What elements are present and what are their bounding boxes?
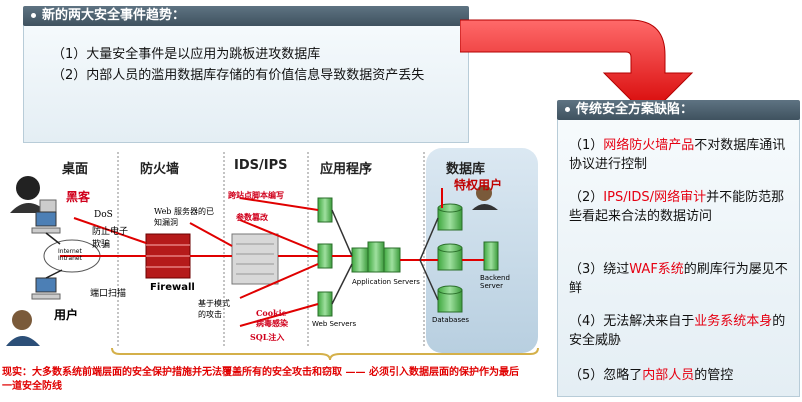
port-scan-label: 端口扫描: [90, 289, 127, 299]
param-tamper-label: 参数篡改: [236, 212, 268, 222]
defect-item-5: （5）忽略了内部人员的管控: [569, 368, 734, 383]
column-desktop: 桌面: [62, 162, 89, 177]
column-database: 数据库: [446, 162, 486, 177]
hacker-icon: [10, 176, 57, 213]
deny-electronic-label: 防止电子 欺骗: [92, 227, 129, 250]
defect-panel-title: 传统安全方案缺陷：: [576, 102, 694, 117]
defect-item-2: （2）IPS/IDS/网络审计并不能防范那些看起来合法的数据访问: [569, 190, 785, 224]
cookie-label: Cookie 病毒感染: [256, 308, 288, 328]
app-servers-label: Application Servers: [352, 278, 420, 286]
column-firewall: 防火墙: [140, 162, 180, 177]
trend-panel: [23, 10, 469, 143]
privileged-user-icon: [472, 185, 498, 210]
user-icon: [6, 310, 40, 346]
backend-label: Backend Server: [480, 274, 510, 290]
transition-arrow-icon: [460, 19, 694, 118]
reality-note: 现实：大多数系统前端层面的安全保护措施并无法覆盖所有的安全攻击和窃取 —— 必须…: [2, 367, 519, 392]
hacker-label: 黑客: [66, 190, 91, 204]
defect-panel: [557, 104, 800, 397]
ids-ips-icon: [231, 233, 279, 285]
trend-item-2: （2）内部人员的滥用数据库存储的有价值信息导致数据资产丢失: [52, 68, 425, 83]
diagram-graphics: [6, 148, 539, 361]
user-label: 用户: [54, 308, 79, 322]
internet-label: Internet Intranet: [58, 248, 82, 262]
databases-label: Databases: [432, 316, 470, 324]
bullet-icon: [565, 107, 570, 112]
web-servers-icon: [317, 197, 333, 317]
defect-item-1: （1）网络防火墙产品不对数据库通讯协议进行控制: [569, 138, 786, 172]
trend-item-1: （1）大量安全事件是以应用为跳板进攻数据库: [52, 47, 321, 62]
defect-panel-header: 传统安全方案缺陷：: [557, 100, 800, 120]
bullet-icon: [31, 13, 36, 18]
web-servers-label: Web Servers: [312, 320, 357, 328]
column-ids-ips: IDS/IPS: [234, 158, 288, 173]
privileged-user-label: 特权用户: [454, 178, 503, 192]
dos-label: DoS: [94, 210, 113, 220]
security-architecture-diagram: 桌面 防火墙 IDS/IPS 应用程序 数据库 黑客 用户 特权用户 DoS 防…: [0, 148, 540, 400]
xss-label: 跨站点脚本编写: [228, 190, 284, 200]
web-vuln-label: Web 服务器的已 知漏洞: [154, 207, 214, 227]
pattern-attack-label: 基于模式 的攻击: [198, 299, 230, 319]
database-cylinders-icon: [437, 203, 463, 313]
backend-server-icon: [483, 241, 499, 271]
application-servers-icon: [351, 241, 401, 273]
column-application: 应用程序: [320, 162, 373, 177]
defect-item-3: （3）绕过WAF系统的刷库行为屡见不鲜: [569, 262, 788, 296]
firewall-label: Firewall: [150, 282, 195, 293]
defect-item-4: （4）无法解决来自于业务系统本身的安全威胁: [569, 314, 786, 348]
trend-panel-title: 新的两大安全事件趋势：: [42, 8, 186, 23]
sqli-label: SQL注入: [250, 332, 285, 342]
trend-panel-header: 新的两大安全事件趋势：: [23, 6, 469, 26]
